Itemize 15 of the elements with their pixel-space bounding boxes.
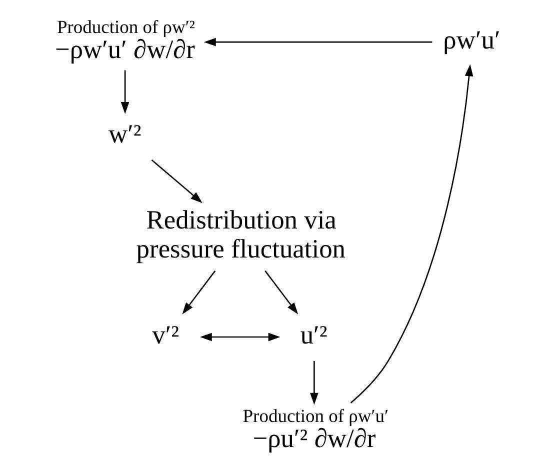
node-text: Redistribution via pressure fluctuation [136, 204, 346, 264]
arrow [182, 270, 216, 314]
node-text: w′² [108, 118, 142, 148]
arrow [120, 70, 130, 114]
arrow [310, 360, 318, 404]
node-text: v′² [152, 319, 180, 350]
arrow [204, 37, 432, 46]
node-text: Production of ρw′u′ −ρu′² ∂w/∂r [242, 406, 389, 452]
arrow [151, 159, 202, 203]
node-text: ρw′u′ [443, 24, 500, 54]
node-text: u′² [300, 319, 328, 350]
arrow [200, 332, 280, 341]
node-text: Production of ρw′² −ρw′u′ ∂w/∂r [54, 18, 195, 64]
arrow [264, 270, 298, 314]
arrow [350, 64, 474, 403]
